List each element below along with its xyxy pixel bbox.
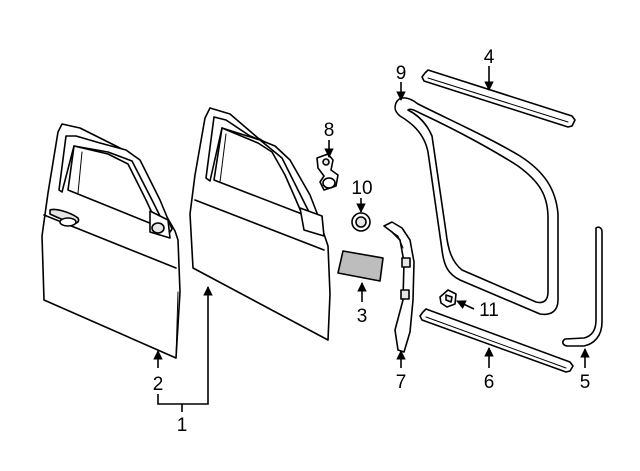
callout-9: 9 bbox=[396, 63, 407, 84]
callout-1: 1 bbox=[177, 415, 188, 436]
clip-part bbox=[439, 289, 457, 308]
weatherstrip-part bbox=[394, 97, 559, 316]
hinge-part bbox=[316, 153, 339, 191]
moulding-part bbox=[383, 221, 415, 353]
callout-6: 6 bbox=[484, 372, 495, 393]
door-assembly-part bbox=[41, 123, 181, 359]
callout-11: 11 bbox=[479, 300, 499, 321]
callout-10: 10 bbox=[351, 178, 372, 199]
callout-5: 5 bbox=[580, 372, 591, 393]
pad-part bbox=[337, 250, 384, 282]
callout-2: 2 bbox=[153, 374, 164, 395]
belt-strip-upper-part bbox=[421, 69, 576, 128]
door-shell-part bbox=[189, 107, 331, 341]
leader-11 bbox=[456, 300, 475, 310]
grommet-part bbox=[351, 212, 371, 232]
callout-3: 3 bbox=[357, 306, 368, 327]
callout-4: 4 bbox=[484, 47, 495, 68]
callout-7: 7 bbox=[396, 372, 407, 393]
leader-1-bracket bbox=[157, 394, 209, 405]
callout-labels: 1 2 3 4 5 6 7 8 9 10 11 bbox=[153, 47, 591, 436]
leader-lines bbox=[153, 66, 590, 412]
sill-strip-part bbox=[419, 308, 574, 373]
callout-8: 8 bbox=[324, 120, 335, 141]
j-seal-part bbox=[562, 226, 603, 347]
